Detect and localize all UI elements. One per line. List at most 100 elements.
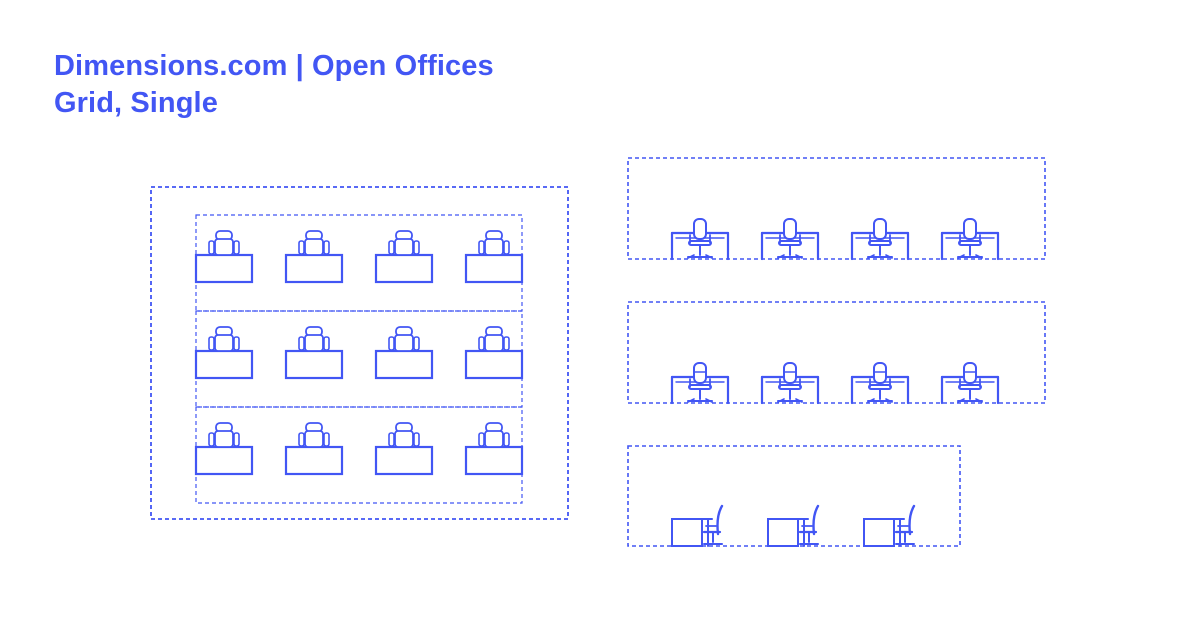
chair-base-leg — [957, 398, 965, 403]
workstation-side-elevation — [671, 504, 724, 547]
chair-top-view-icon — [208, 326, 240, 352]
chair-top-view-icon — [298, 326, 330, 352]
chair-top-view-icon — [388, 230, 420, 256]
chair-backrest — [963, 362, 977, 384]
chair-side-icon — [798, 504, 820, 545]
chair-top-view-icon — [298, 422, 330, 448]
chair-back-icon — [867, 362, 893, 403]
chair-backrest — [963, 218, 977, 240]
chair-side-icon — [702, 504, 724, 545]
chair-armrest — [478, 432, 485, 447]
chair-armrest — [478, 336, 485, 351]
chair-seat — [394, 238, 414, 256]
chair-base-leg — [777, 254, 785, 259]
chair-base-leg — [795, 254, 803, 259]
workstation-back-elevation — [670, 362, 730, 405]
page-title-line-2: Grid, Single — [54, 87, 218, 119]
chair-side-icon — [894, 504, 916, 545]
workstation — [284, 422, 344, 476]
chair-armrest — [208, 240, 215, 255]
desk-top-view — [194, 253, 254, 284]
chair-base-leg — [885, 254, 893, 259]
elevation-back — [627, 301, 1046, 405]
chair-base-leg — [687, 398, 695, 403]
chair-top-view-icon — [478, 422, 510, 448]
chair-front-icon — [687, 218, 713, 259]
desk-top-view — [374, 349, 434, 380]
chair-backrest — [873, 362, 887, 384]
chair-back-icon — [957, 362, 983, 403]
desk-side-view — [767, 518, 799, 547]
workstation — [464, 422, 524, 476]
chair-seat — [394, 430, 414, 448]
page-title: Dimensions.com | Open Offices Grid, Sing… — [54, 48, 494, 122]
chair-armrest — [298, 336, 305, 351]
chair-base-leg — [795, 398, 803, 403]
workstation — [374, 230, 434, 284]
chair-backrest — [873, 218, 887, 240]
workstation — [464, 230, 524, 284]
chair-base-leg — [705, 398, 713, 403]
desk-top-view — [284, 445, 344, 476]
chair-top-view-icon — [208, 422, 240, 448]
chair-seat — [214, 430, 234, 448]
workstation — [464, 326, 524, 380]
chair-base-leg — [777, 398, 785, 403]
chair-seat — [304, 430, 324, 448]
desk-side-view — [863, 518, 895, 547]
chair-back-icon — [687, 362, 713, 403]
elevation-front — [627, 157, 1046, 261]
chair-armrest — [503, 432, 510, 447]
chair-base-leg — [885, 398, 893, 403]
chair-base-leg — [975, 254, 983, 259]
chair-seat — [484, 334, 504, 352]
chair-backrest — [783, 362, 797, 384]
chair-armrest — [298, 240, 305, 255]
chair-top-view-icon — [298, 230, 330, 256]
chair-armrest — [503, 240, 510, 255]
workstation-side-elevation — [863, 504, 916, 547]
chair-base-leg — [975, 398, 983, 403]
chair-armrest — [413, 432, 420, 447]
chair-front-icon — [867, 218, 893, 259]
desk-top-view — [374, 445, 434, 476]
chair-base-leg — [705, 254, 713, 259]
chair-top-view-icon — [478, 326, 510, 352]
chair-armrest — [298, 432, 305, 447]
page-title-line-1: Dimensions.com | Open Offices — [54, 50, 494, 82]
workstation-front-elevation — [670, 218, 730, 261]
workstation-front-elevation — [850, 218, 910, 261]
chair-armrest — [478, 240, 485, 255]
workstation-front-elevation — [760, 218, 820, 261]
desk-top-view — [284, 253, 344, 284]
chair-seat — [484, 238, 504, 256]
chair-front-icon — [957, 218, 983, 259]
chair-base-leg — [867, 254, 875, 259]
workstation-back-elevation — [760, 362, 820, 405]
chair-seat — [304, 238, 324, 256]
chair-armrest — [233, 336, 240, 351]
chair-armrest — [323, 336, 330, 351]
desk-top-view — [464, 253, 524, 284]
chair-armrest — [208, 336, 215, 351]
workstation-front-elevation — [940, 218, 1000, 261]
chair-armrest — [413, 336, 420, 351]
chair-backrest — [812, 504, 820, 536]
chair-armrest — [233, 240, 240, 255]
chair-backrest — [783, 218, 797, 240]
workstation — [194, 230, 254, 284]
workstation-back-elevation — [940, 362, 1000, 405]
plan-outer-boundary — [150, 186, 569, 520]
chair-top-view-icon — [478, 230, 510, 256]
chair-top-view-icon — [388, 422, 420, 448]
workstation — [194, 422, 254, 476]
chair-top-view-icon — [388, 326, 420, 352]
desk-top-view — [194, 445, 254, 476]
chair-armrest — [388, 432, 395, 447]
chair-seat — [394, 334, 414, 352]
chair-backrest — [716, 504, 724, 536]
chair-armrest — [208, 432, 215, 447]
desk-top-view — [194, 349, 254, 380]
workstation — [194, 326, 254, 380]
chair-backrest — [908, 504, 916, 536]
